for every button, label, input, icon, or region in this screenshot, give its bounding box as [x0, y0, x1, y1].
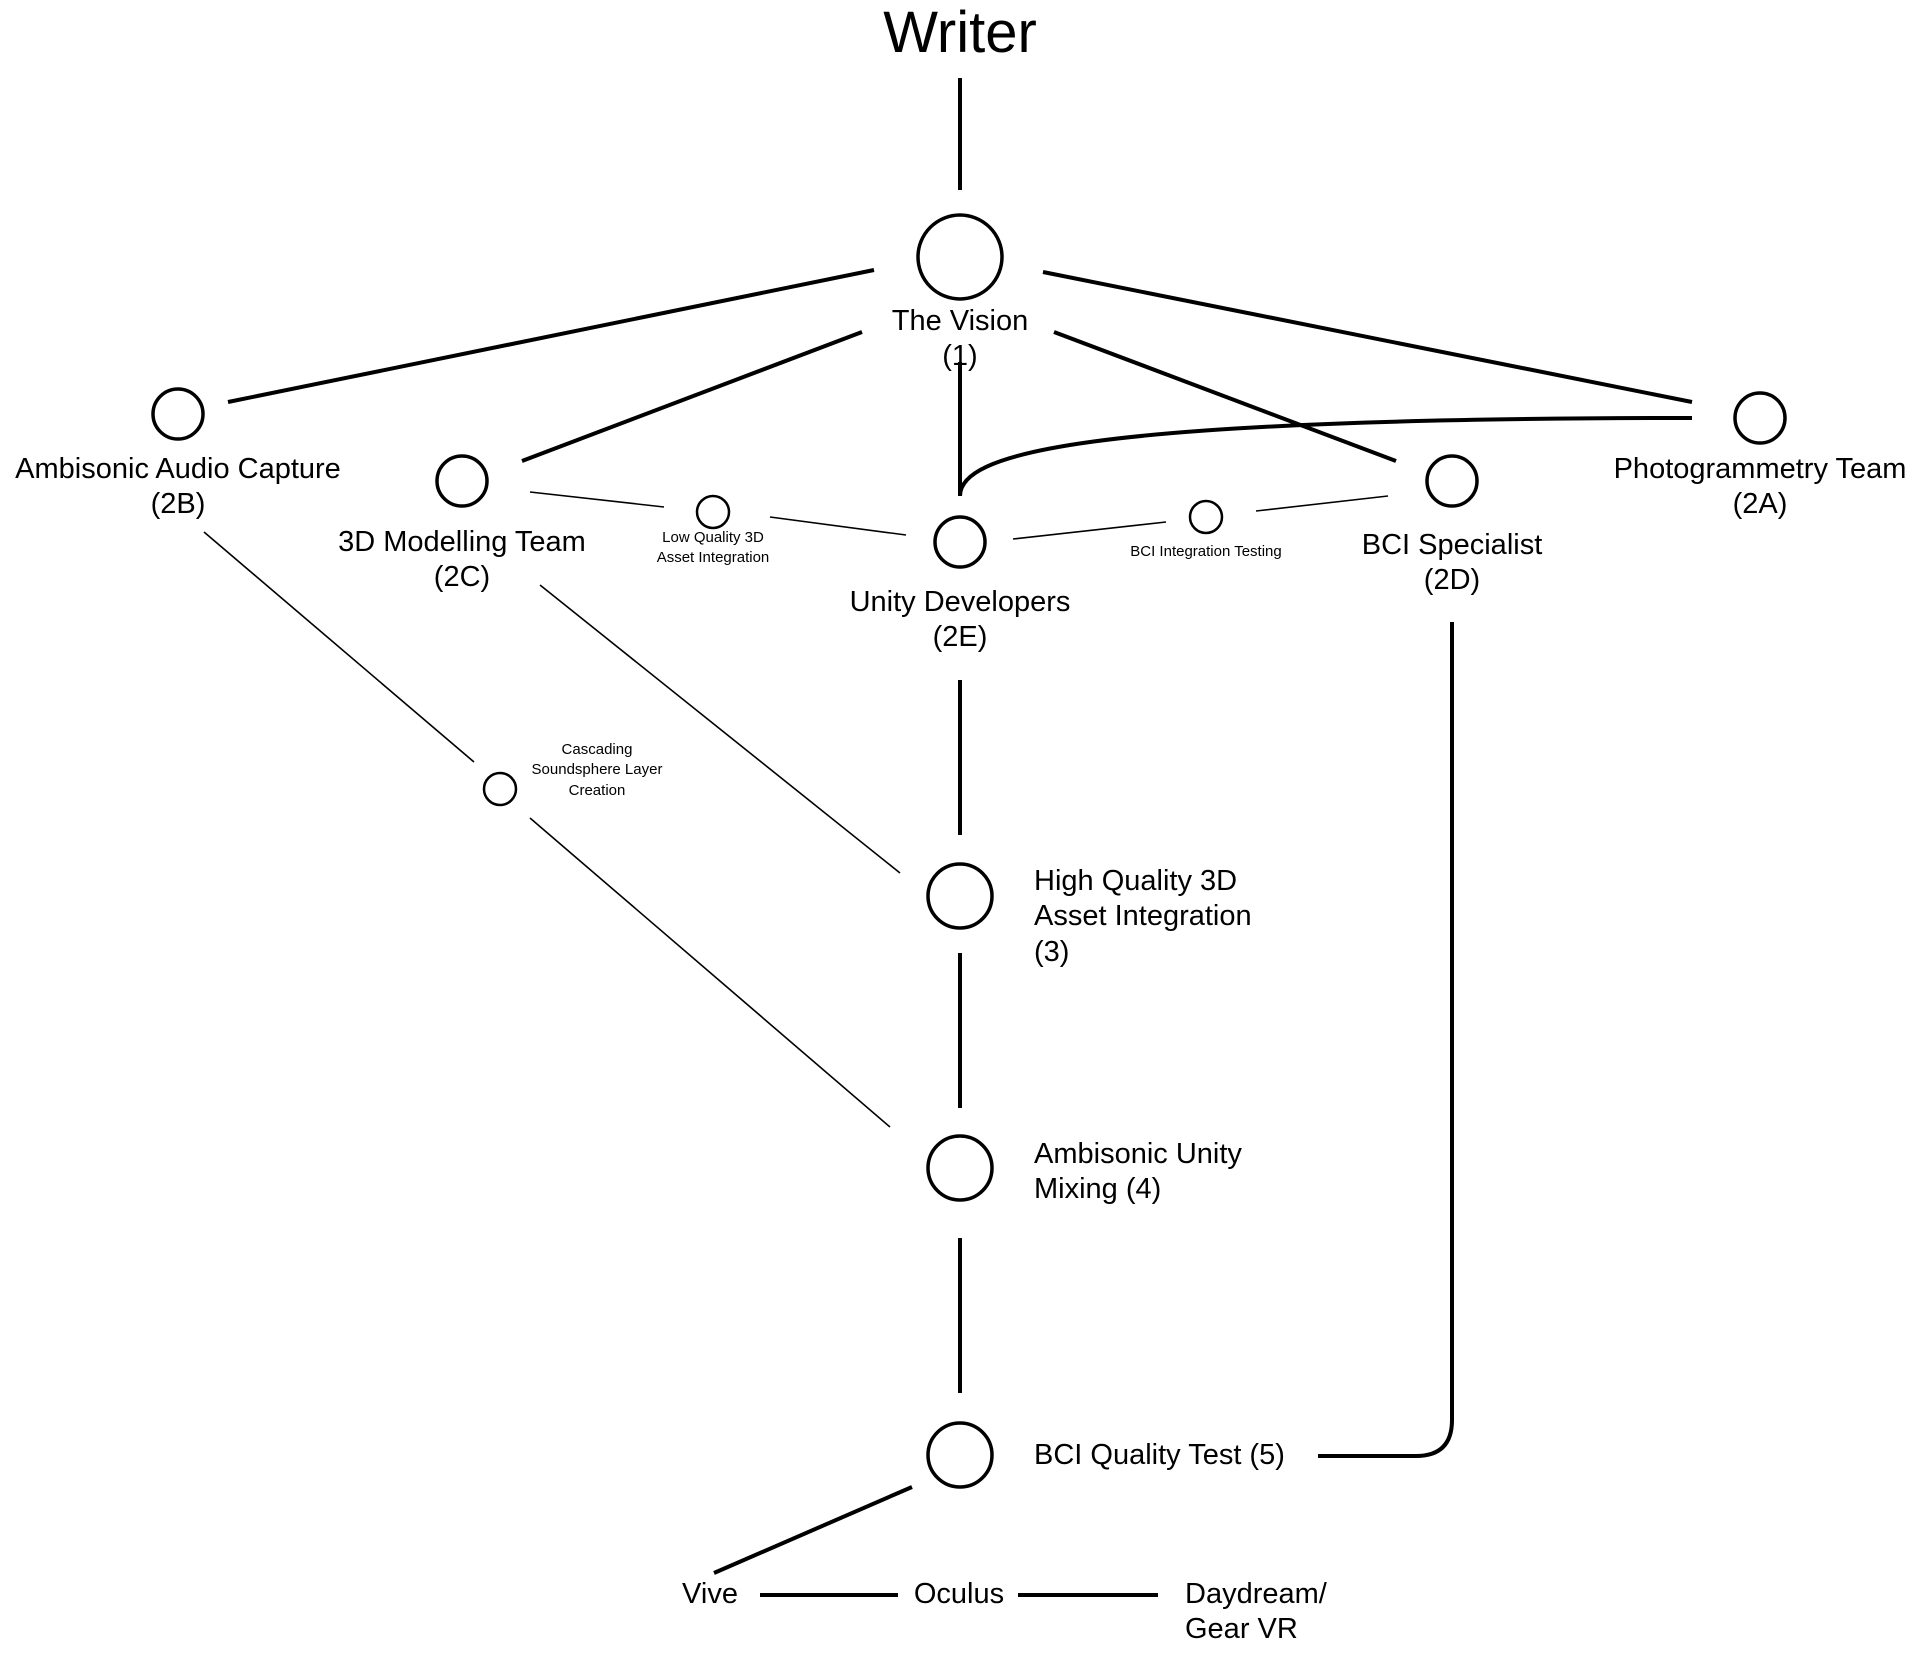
photogrammetry-node [1733, 391, 1787, 445]
cascading-line2: Soundsphere Layer [531, 761, 663, 779]
photogrammetry-name: Photogrammetry Team [1613, 453, 1907, 485]
cascading-line3: Creation [568, 781, 626, 799]
vision-node [916, 213, 1004, 301]
modelling-team-node [435, 454, 489, 508]
photogrammetry-label: Photogrammetry Team (2A) [1614, 452, 1907, 523]
bci-quality-test-name: BCI Quality Test (5) [1034, 1439, 1285, 1471]
ambisonic-capture-label: Ambisonic Audio Capture (2B) [15, 452, 341, 523]
unity-developers-label: Unity Developers (2E) [850, 585, 1071, 656]
modelling-team-number: (2C) [433, 561, 491, 594]
ambisonic-mixing-line1: Ambisonic Unity [1034, 1138, 1242, 1170]
low-quality-integration-node [695, 494, 731, 530]
edge-bcispec-bciquality [1318, 622, 1454, 1458]
bci-specialist-name: BCI Specialist [1361, 529, 1543, 561]
bci-integration-testing-node [1188, 499, 1224, 535]
diagram-title: Writer [883, 0, 1037, 65]
ambisonic-mixing-line2: Mixing (4) [1034, 1173, 1162, 1206]
edge-vision-ambisonic [227, 268, 875, 404]
edge-cascading-mixing [529, 817, 891, 1128]
bci-integration-testing-label: BCI Integration Testing [1130, 542, 1281, 562]
ambisonic-capture-number: (2B) [150, 488, 206, 521]
low-quality-integration-label: Low Quality 3D Asset Integration [657, 528, 770, 569]
ambisonic-mixing-node [926, 1134, 994, 1202]
edge-lowq-unity [769, 516, 907, 536]
edge-vision-photogrammetry [1042, 270, 1693, 404]
platform-daydream-line1: Daydream/ [1185, 1578, 1327, 1610]
vision-number: (1) [942, 340, 978, 373]
platform-vive-text: Vive [682, 1578, 738, 1610]
cascading-soundsphere-node [482, 771, 518, 807]
edge-unity-bciint [1012, 521, 1167, 540]
platform-daydream-line2: Gear VR [1185, 1613, 1298, 1646]
platform-oculus-text: Oculus [913, 1578, 1005, 1610]
bci-specialist-node [1425, 454, 1479, 508]
edge-bciquality-vive [713, 1485, 913, 1575]
ambisonic-mixing-label: Ambisonic Unity Mixing (4) [1034, 1137, 1242, 1208]
vision-name: The Vision [891, 305, 1029, 337]
vision-label: The Vision (1) [892, 304, 1029, 375]
high-quality-line1: High Quality 3D [1034, 865, 1238, 897]
bci-quality-test-node [926, 1421, 994, 1489]
platform-vive: Vive [682, 1577, 738, 1612]
edge-unity-photogrammetry [958, 416, 1693, 497]
cascading-line1: Cascading [561, 741, 633, 758]
high-quality-integration-node [926, 862, 994, 930]
low-quality-line1: Low Quality 3D [662, 529, 764, 546]
modelling-team-label: 3D Modelling Team (2C) [338, 525, 586, 596]
platform-daydream: Daydream/ Gear VR [1185, 1577, 1327, 1648]
unity-developers-node [933, 515, 987, 569]
bci-integration-testing-text: BCI Integration Testing [1130, 543, 1282, 560]
ambisonic-capture-node [151, 387, 205, 441]
high-quality-number: (3) [1034, 935, 1070, 968]
ambisonic-capture-name: Ambisonic Audio Capture [15, 453, 341, 485]
edge-ambisonic-cascading [203, 531, 475, 763]
bci-specialist-label: BCI Specialist (2D) [1362, 528, 1543, 599]
platform-oculus: Oculus [914, 1577, 1004, 1612]
cascading-soundsphere-label: Cascading Soundsphere Layer Creation [532, 740, 663, 801]
edge-modelling-lowq [529, 491, 665, 508]
edge-bciint-bcispec [1255, 495, 1389, 512]
high-quality-line2: Asset Integration [1034, 900, 1252, 933]
modelling-team-name: 3D Modelling Team [338, 526, 586, 558]
edge-modelling-highq [539, 584, 901, 874]
unity-developers-name: Unity Developers [849, 586, 1071, 618]
bci-specialist-number: (2D) [1423, 564, 1481, 597]
photogrammetry-number: (2A) [1732, 488, 1788, 521]
bci-quality-test-label: BCI Quality Test (5) [1034, 1438, 1285, 1473]
high-quality-integration-label: High Quality 3D Asset Integration (3) [1034, 864, 1252, 970]
unity-developers-number: (2E) [932, 621, 988, 654]
edge-vision-modelling [521, 330, 863, 463]
edge-vision-bci-specialist [1053, 330, 1397, 463]
low-quality-line2: Asset Integration [656, 549, 770, 567]
